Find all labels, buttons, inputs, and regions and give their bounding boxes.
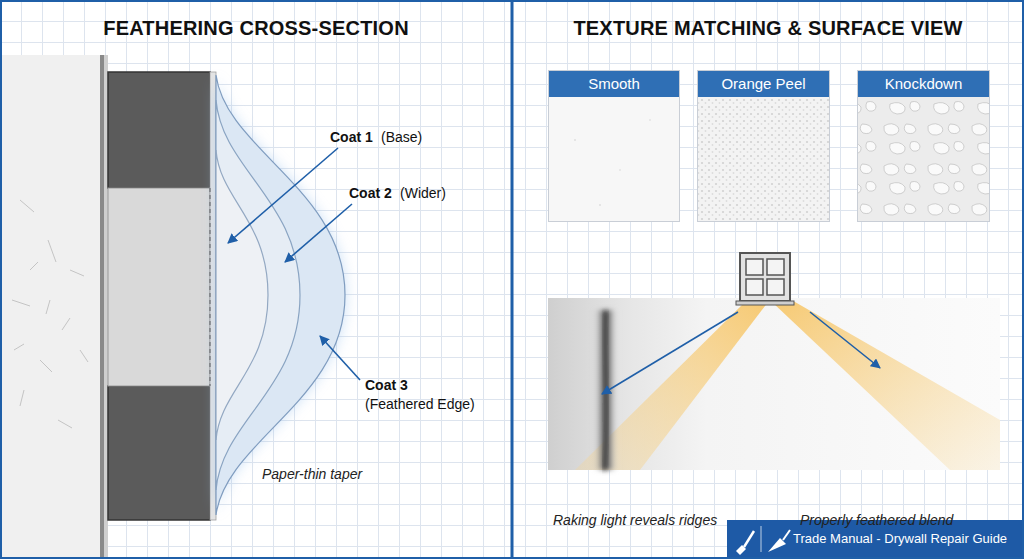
smooth-specks <box>649 119 650 120</box>
trowel-icon <box>783 530 790 540</box>
drywall-board <box>108 386 210 520</box>
smooth-specks <box>574 139 576 141</box>
texture-swatch: Smooth <box>548 70 680 222</box>
panel: TEXTURE MATCHING & SURFACE VIEW Smooth Ora… <box>512 0 1024 559</box>
knockdown-texture <box>857 96 990 222</box>
swatch-title: Orange Peel <box>698 71 829 97</box>
texture-swatch: Orange Peel <box>697 70 830 222</box>
wall-scratches <box>70 270 84 276</box>
caption-text: Properly feathered blend <box>800 512 953 528</box>
window-icon <box>746 279 763 295</box>
brush-icon <box>744 531 754 547</box>
wall-scratches <box>46 300 50 314</box>
coat-label: Coat 2 <box>349 185 392 201</box>
coat-note: (Wider) <box>400 185 446 201</box>
leader-arrow <box>285 204 352 262</box>
orange-peel-texture <box>697 96 830 222</box>
light-arrow <box>602 312 738 394</box>
note-text: Paper-thin taper <box>262 466 362 482</box>
trowel-icon <box>768 538 786 552</box>
ridge-shadow <box>594 310 618 470</box>
wall-scratches <box>12 200 88 428</box>
wall-scratches <box>40 360 52 372</box>
coat-label: Coat 3 <box>365 377 408 393</box>
light-arrow <box>810 312 880 368</box>
wall-scratches <box>20 390 24 406</box>
window-icon <box>767 259 784 275</box>
swatch-title: Knockdown <box>858 71 989 97</box>
window-icon <box>746 259 763 275</box>
joint-compound-coats <box>216 75 345 515</box>
brush-icon <box>736 545 746 555</box>
light-beam <box>575 302 768 470</box>
coat-three <box>216 75 345 515</box>
patch-insert <box>108 188 210 386</box>
board-face <box>210 72 216 520</box>
panel: FEATHERING CROSS-SECTION <box>0 0 512 559</box>
coat-note: (Base) <box>381 129 422 145</box>
coat-one <box>216 150 268 440</box>
coat-glow <box>216 75 345 515</box>
wall-scratches <box>14 344 24 350</box>
leader-arrow <box>320 336 360 380</box>
smooth-texture <box>548 96 680 222</box>
wall-scratches <box>20 200 34 212</box>
surface-view <box>548 298 1000 470</box>
window-sill <box>736 301 794 305</box>
smooth-specks <box>619 169 620 170</box>
patch-seam <box>209 188 210 386</box>
wall-cross-section <box>2 55 216 557</box>
panel-heading: TEXTURE MATCHING & SURFACE VIEW <box>512 17 1024 40</box>
wall-scratches <box>30 262 38 270</box>
wall-scratches <box>62 318 70 330</box>
window-frame <box>740 253 790 301</box>
wall-scratches <box>48 240 56 262</box>
wall-scratches <box>12 300 30 306</box>
leader-arrows <box>228 148 360 380</box>
window-icon <box>767 279 784 295</box>
icon-divider <box>761 526 762 552</box>
coat-two <box>216 100 300 490</box>
smooth-specks <box>574 119 651 206</box>
wall-face-line <box>100 55 104 557</box>
coat-note: (Feathered Edge) <box>365 396 475 412</box>
caption-text: Raking light reveals ridges <box>553 512 717 528</box>
trowel-icon <box>768 530 790 552</box>
panel-heading: FEATHERING CROSS-SECTION <box>0 17 512 40</box>
leader-arrow <box>228 148 338 243</box>
smooth-specks <box>599 204 601 206</box>
window-icon <box>736 253 794 305</box>
panel-divider <box>511 0 514 559</box>
wall-scratches <box>80 350 88 362</box>
texture-samples <box>548 96 990 222</box>
wall-scratches <box>58 420 72 428</box>
light-arrows <box>602 312 880 394</box>
texture-swatch: Knockdown <box>857 70 990 222</box>
brush-icon <box>736 531 754 555</box>
wall-surface <box>2 55 100 557</box>
wall-surface-view <box>548 298 1000 470</box>
swatch-title: Smooth <box>549 71 679 97</box>
light-beam <box>772 302 1000 470</box>
drywall-board <box>108 72 210 188</box>
coat-label: Coat 1 <box>330 129 373 145</box>
